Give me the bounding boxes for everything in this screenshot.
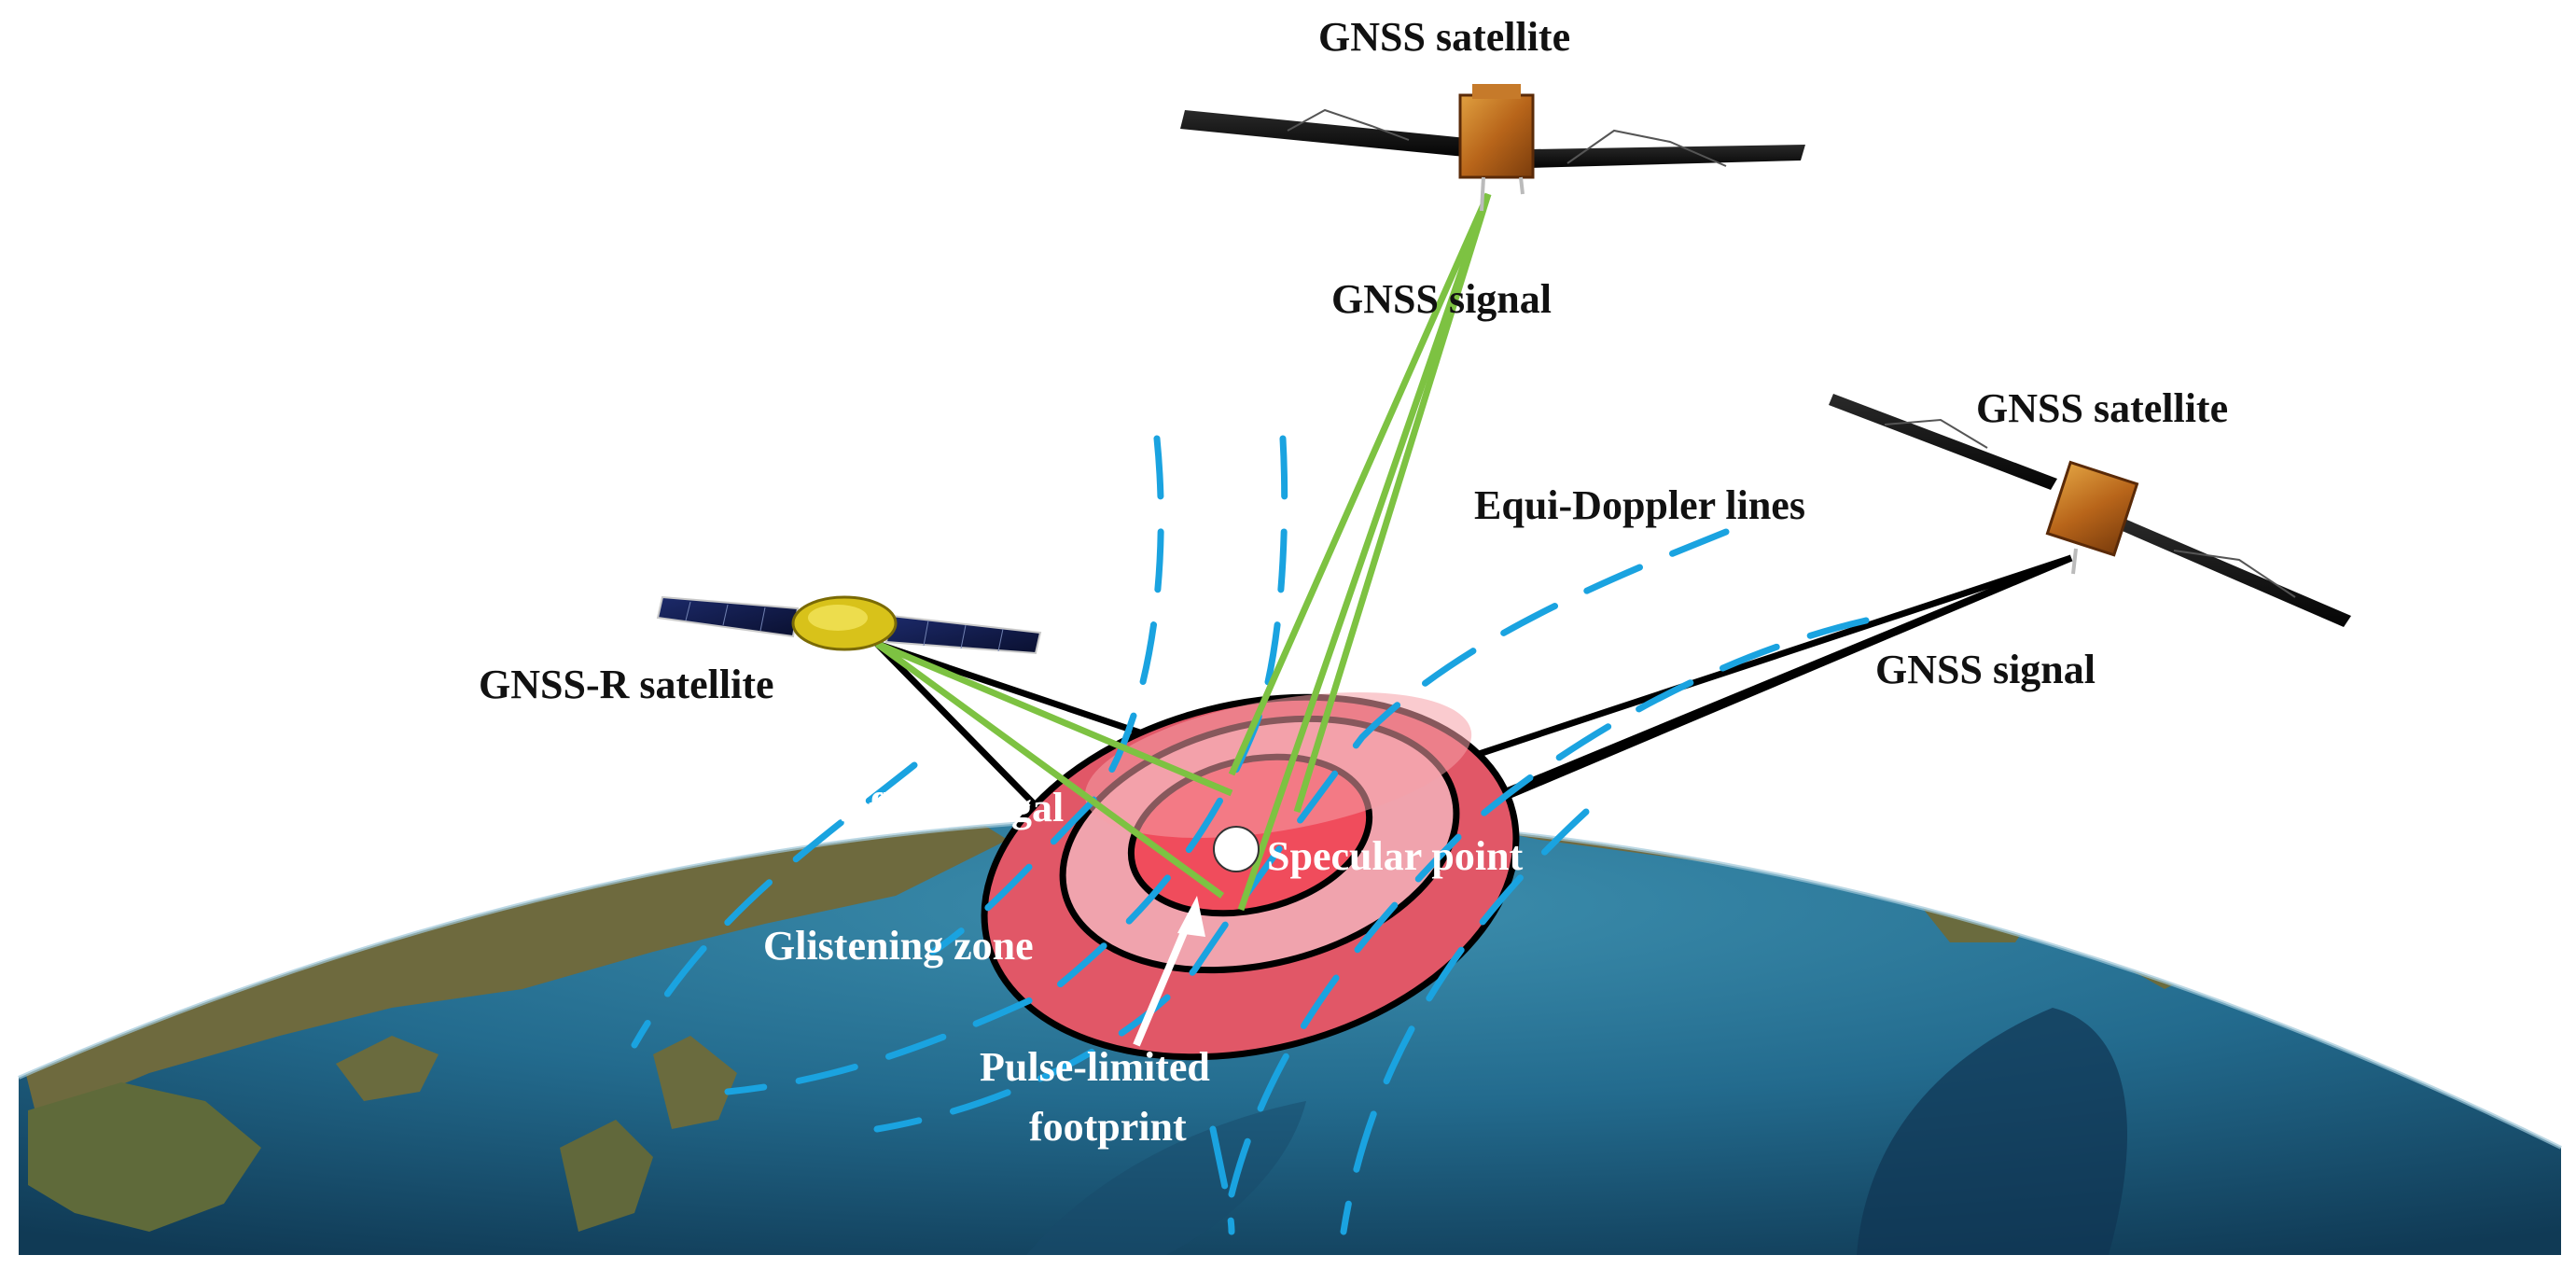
label-reflect-signal: Reflect Singal [821, 785, 1064, 830]
pulse-limited-arrow [1133, 896, 1205, 1047]
solar-panel-right [1528, 145, 1805, 168]
gnss-satellite-top [1180, 84, 1805, 212]
label-gnss-r-satellite: GNSS-R satellite [479, 662, 774, 707]
label-pulse-limited-1: Pulse-limited [980, 1044, 1210, 1090]
solar-panel-left [1180, 110, 1467, 157]
solar-panel-right [2118, 518, 2351, 627]
label-gnss-satellite-right: GNSS satellite [1976, 385, 2228, 431]
gnss-r-satellite [656, 595, 1042, 655]
solar-panel-left [656, 595, 800, 638]
specular-point-marker [1213, 826, 1260, 872]
label-gnss-satellite-top: GNSS satellite [1318, 14, 1570, 60]
green-signal-lines [874, 192, 1492, 912]
label-equi-doppler-lines: Equi-Doppler lines [1474, 482, 1805, 528]
label-specular-point: Specular point [1267, 833, 1524, 879]
label-gnss-signal-top: GNSS signal [1331, 276, 1552, 322]
label-glistening-zone: Glistening zone [763, 923, 1034, 969]
label-pulse-limited-2: footprint [1029, 1104, 1187, 1150]
satellite-body [2045, 460, 2139, 557]
labels: GNSS satellite GNSS signal GNSS satellit… [479, 14, 2228, 1150]
solar-panel-left [1829, 394, 2057, 490]
label-gnss-signal-right: GNSS signal [1875, 647, 2096, 692]
equi-doppler-lines [631, 435, 1870, 1235]
satellite-body [1458, 93, 1535, 179]
gnss-satellite-right [1829, 394, 2351, 627]
